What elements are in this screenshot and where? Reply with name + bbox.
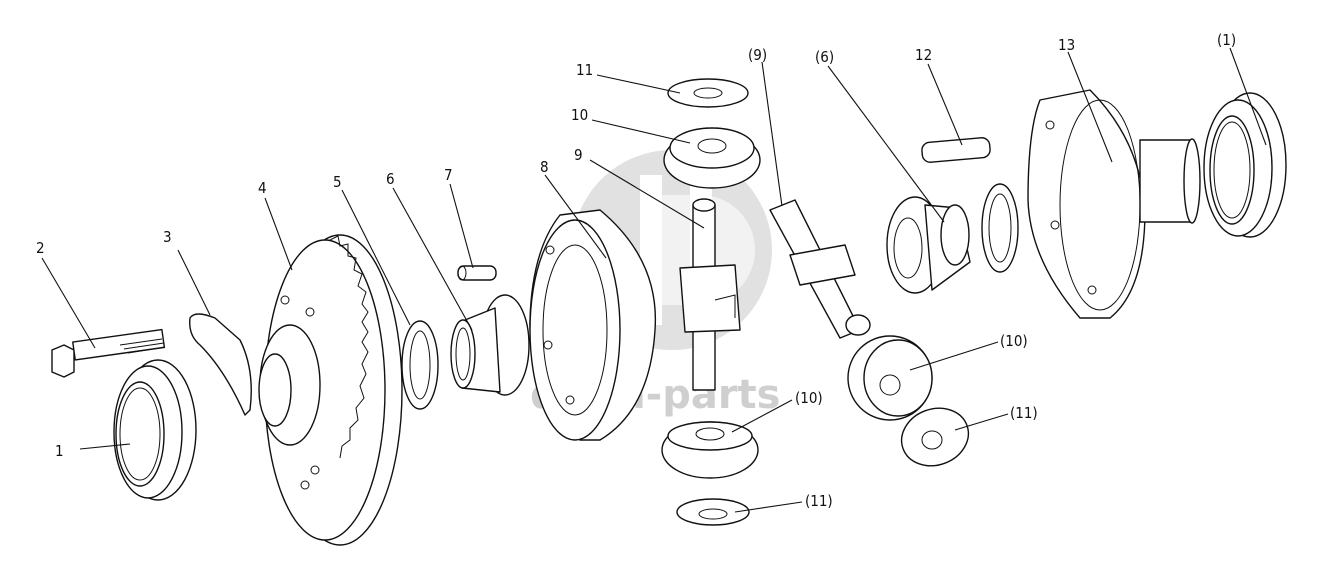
callout-11b: (11) — [1010, 404, 1038, 422]
planet-gear-top — [663, 127, 761, 189]
differential-housing — [529, 209, 657, 441]
crown-gear — [258, 234, 403, 546]
leader-lines — [41, 47, 1267, 513]
callout-1b: (1) — [1217, 31, 1236, 49]
callout-12: 12 — [915, 46, 932, 64]
callout-5: 5 — [333, 173, 342, 191]
pin-small — [457, 265, 497, 281]
bolt — [51, 328, 166, 378]
callout-10b: (10) — [1000, 332, 1028, 350]
planet-gear-right — [847, 335, 933, 421]
washer-right — [900, 407, 970, 467]
callout-11c: (11) — [805, 492, 833, 510]
housing-cover — [1027, 89, 1201, 319]
callout-11: 11 — [576, 61, 593, 79]
planet-gear-bottom — [661, 421, 759, 479]
bevel-gear-right — [886, 196, 971, 294]
thrust-washer — [401, 320, 439, 410]
washer-bottom — [676, 498, 750, 526]
callout-7: 7 — [444, 166, 453, 184]
washer-top — [667, 78, 749, 108]
callout-9b: (9) — [748, 46, 767, 64]
bevel-gear-needle — [450, 294, 530, 396]
bearing-right — [1203, 92, 1287, 238]
pin-right — [921, 137, 991, 163]
callout-labels: 1 2 3 4 5 6 7 8 9 10 11 (9) (6) 12 13 (1… — [36, 31, 1236, 510]
bearing-left — [113, 359, 197, 501]
callout-4: 4 — [258, 179, 267, 197]
callout-10: 10 — [571, 106, 588, 124]
lock-plate — [189, 313, 252, 416]
callout-2: 2 — [36, 239, 45, 257]
callout-9: 9 — [574, 146, 583, 164]
callout-6b: (6) — [815, 48, 834, 66]
callout-10c: (10) — [795, 389, 823, 407]
cross-shaft-secondary — [769, 199, 871, 339]
callout-3: 3 — [163, 228, 172, 246]
thrust-washer-right — [981, 183, 1019, 273]
callout-6: 6 — [386, 170, 395, 188]
callout-13: 13 — [1058, 36, 1075, 54]
callout-8: 8 — [540, 158, 549, 176]
cross-shaft — [679, 198, 741, 391]
callout-1: 1 — [55, 442, 64, 460]
